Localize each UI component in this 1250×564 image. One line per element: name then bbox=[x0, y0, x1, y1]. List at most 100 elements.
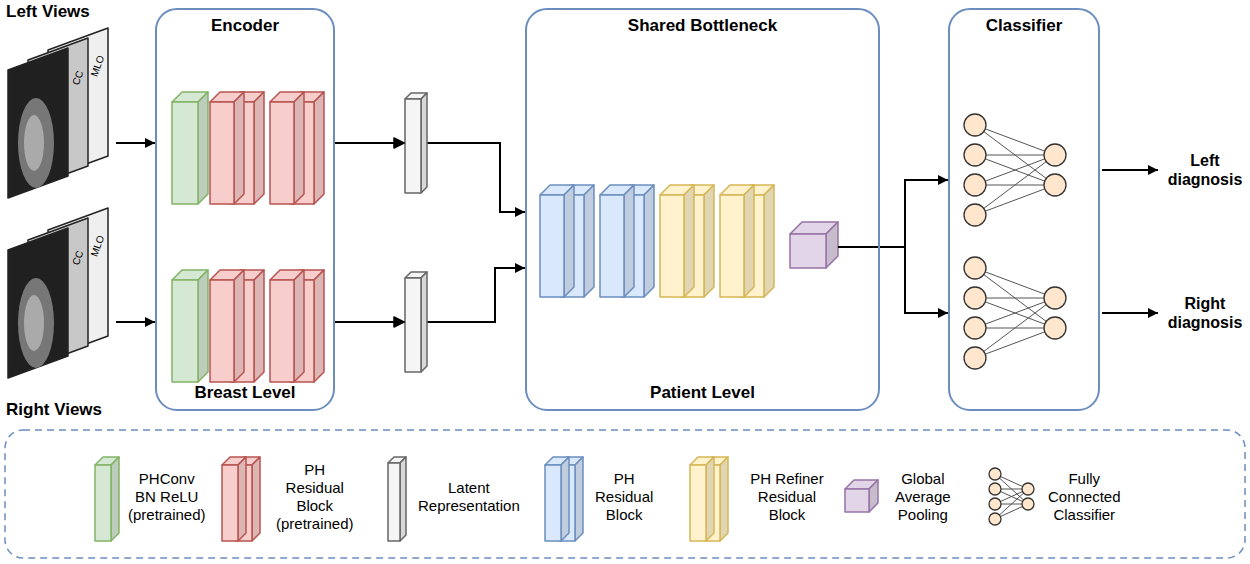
module-box: Classifier bbox=[948, 8, 1100, 411]
legend-icon-front bbox=[545, 465, 561, 541]
module-level: Breast Level bbox=[157, 383, 333, 403]
module-level: Patient Level bbox=[527, 383, 878, 403]
legend-icon-side bbox=[561, 457, 569, 541]
ph-residual-pretrained-side bbox=[314, 92, 324, 204]
ph-residual-pretrained-front bbox=[210, 280, 234, 382]
fc-neuron bbox=[964, 174, 986, 196]
ph-refiner-block-front bbox=[720, 195, 744, 297]
fc-neuron bbox=[1022, 483, 1034, 495]
legend-icon bbox=[545, 457, 569, 541]
arrow-head bbox=[394, 138, 404, 148]
legend-icon bbox=[236, 457, 260, 541]
breast-tissue bbox=[24, 295, 44, 351]
ph-residual-pretrained-front bbox=[270, 280, 294, 382]
fc-network bbox=[964, 114, 1066, 226]
ph-residual-pretrained bbox=[230, 92, 264, 204]
fc-neuron bbox=[964, 144, 986, 166]
phconv-block-side bbox=[198, 270, 208, 382]
latent-representation-side bbox=[421, 272, 427, 372]
ph-residual-block-side bbox=[564, 185, 574, 297]
ph-refiner-block-side bbox=[764, 185, 774, 297]
fc-link bbox=[975, 268, 1055, 328]
connector-arrow bbox=[335, 143, 525, 212]
legend-label: Fully Connected Classifier bbox=[1048, 470, 1121, 524]
legend-frame bbox=[5, 430, 1245, 558]
ph-refiner-block bbox=[680, 185, 714, 297]
fc-neuron bbox=[964, 347, 986, 369]
ph-residual-pretrained-side bbox=[234, 92, 244, 204]
connector-arrow bbox=[880, 180, 948, 247]
ph-residual-block-front bbox=[600, 195, 624, 297]
legend-label: PHConv BN ReLU (pretrained) bbox=[128, 470, 206, 524]
latent-representation bbox=[405, 93, 427, 193]
ph-refiner-block bbox=[740, 185, 774, 297]
fc-neuron bbox=[989, 513, 1001, 525]
view-label: MLO bbox=[88, 54, 107, 78]
fc-link bbox=[975, 328, 1055, 358]
view-stack: Right Views CCMLO bbox=[4, 206, 116, 420]
legend-icon-side bbox=[575, 457, 583, 541]
legend-icon bbox=[95, 457, 119, 541]
legend-icon bbox=[388, 457, 406, 541]
ph-refiner-block-front bbox=[660, 195, 684, 297]
pooling-cube-front bbox=[790, 234, 826, 268]
fc-link bbox=[975, 125, 1055, 155]
ph-residual-pretrained-side bbox=[234, 270, 244, 382]
module-title: Shared Bottleneck bbox=[527, 16, 878, 36]
fc-neuron bbox=[1044, 144, 1066, 166]
module-title: Encoder bbox=[157, 16, 333, 36]
ph-residual-pretrained bbox=[210, 270, 244, 382]
connector-arrow bbox=[335, 268, 525, 322]
legend-icon bbox=[845, 480, 878, 512]
fc-link bbox=[975, 155, 1055, 185]
ph-residual-block bbox=[620, 185, 654, 297]
legend-icon bbox=[222, 457, 246, 541]
fc-network bbox=[964, 257, 1066, 369]
latent-representation-side bbox=[421, 93, 427, 193]
mammogram-panel bbox=[8, 48, 68, 198]
legend-icon-side bbox=[720, 457, 728, 541]
fc-neuron bbox=[1044, 317, 1066, 339]
mammogram-stack bbox=[8, 208, 108, 378]
ph-residual-block bbox=[600, 185, 634, 297]
ph-residual-pretrained-side bbox=[254, 92, 264, 204]
fc-neuron bbox=[1044, 287, 1066, 309]
fc-neuron bbox=[989, 483, 1001, 495]
view-label: MLO bbox=[88, 234, 107, 258]
fc-link bbox=[975, 125, 1055, 185]
fc-link bbox=[975, 185, 1055, 215]
legend-icon-side bbox=[252, 457, 260, 541]
breast-tissue bbox=[18, 278, 54, 368]
legend-label: PH Residual Block bbox=[595, 470, 653, 524]
fc-link bbox=[975, 155, 1055, 156]
legend-label: Latent Representation bbox=[418, 479, 520, 515]
view-label: CC bbox=[70, 249, 86, 267]
ph-residual-pretrained-side bbox=[294, 270, 304, 382]
fc-link bbox=[975, 155, 1055, 185]
legend-icon-front bbox=[690, 465, 706, 541]
ph-residual-pretrained-front bbox=[270, 102, 294, 204]
view-heading: Right Views bbox=[6, 400, 102, 420]
legend-icon-front bbox=[388, 463, 400, 541]
ph-residual-pretrained-front bbox=[210, 102, 234, 204]
phconv-block-side bbox=[198, 92, 208, 204]
layout-arrow bbox=[905, 247, 948, 313]
ph-residual-pretrained-side bbox=[314, 270, 324, 382]
legend-icon-side bbox=[869, 480, 878, 512]
ph-residual-pretrained bbox=[290, 270, 324, 382]
fc-link bbox=[975, 298, 1055, 299]
layout-arrow bbox=[1102, 312, 1158, 314]
latent-representation bbox=[405, 272, 427, 372]
phconv-block bbox=[172, 92, 208, 204]
fc-link bbox=[975, 155, 1055, 215]
ph-refiner-block-side bbox=[704, 185, 714, 297]
ph-residual-block-side bbox=[644, 185, 654, 297]
fc-neuron bbox=[964, 287, 986, 309]
fc-neuron bbox=[964, 114, 986, 136]
ph-refiner-block-side bbox=[684, 185, 694, 297]
output-label: Right diagnosis bbox=[1168, 294, 1243, 332]
connector-arrow bbox=[116, 321, 155, 323]
legend-label: PH Residual Block (pretrained) bbox=[276, 461, 354, 533]
legend-icon bbox=[690, 457, 714, 541]
fc-neuron bbox=[1044, 174, 1066, 196]
